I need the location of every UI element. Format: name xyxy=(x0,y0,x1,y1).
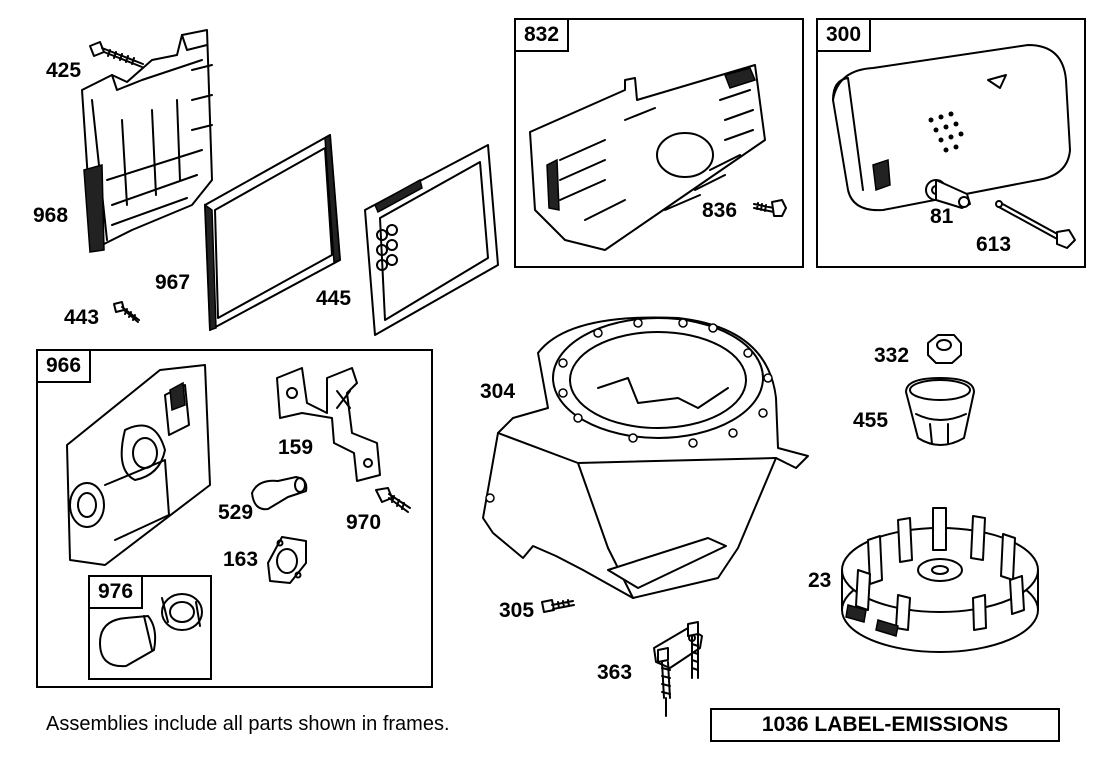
gasket-163-part xyxy=(262,533,312,588)
callout-445[interactable]: 445 xyxy=(316,287,352,310)
frame-966: 966 xyxy=(36,349,433,688)
callout-455[interactable]: 455 xyxy=(853,409,889,432)
pre-cleaner-445-part xyxy=(360,140,505,340)
muffler-bolt-613-part xyxy=(995,200,1077,252)
blower-guard-832-part xyxy=(525,60,775,255)
muffler-300-part xyxy=(828,40,1073,215)
filter-element-967-part xyxy=(200,130,345,335)
screw-443-part xyxy=(112,300,142,325)
frame-966-tag: 966 xyxy=(36,349,92,383)
callout-159[interactable]: 159 xyxy=(278,436,314,459)
screw-305-part xyxy=(540,596,576,618)
callout-968[interactable]: 968 xyxy=(33,204,69,227)
callout-443[interactable]: 443 xyxy=(64,306,100,329)
callout-970[interactable]: 970 xyxy=(346,511,382,534)
frame-976-tag: 976 xyxy=(88,575,144,609)
frame-832: 832 xyxy=(514,18,804,268)
screw-836-part xyxy=(752,198,788,220)
callout-163[interactable]: 163 xyxy=(223,548,259,571)
frame-300: 300 xyxy=(816,18,1086,268)
muffler-gasket-81-part xyxy=(922,178,974,214)
bracket-159-part xyxy=(272,363,384,485)
callout-304[interactable]: 304 xyxy=(480,380,516,403)
callout-836[interactable]: 836 xyxy=(702,199,738,222)
carburetor-adapter-966-part xyxy=(65,365,215,570)
callout-967[interactable]: 967 xyxy=(155,271,191,294)
anchor-bracket-363-part xyxy=(648,618,708,718)
emissions-label-part[interactable]: 1036 LABEL-EMISSIONS xyxy=(710,708,1060,742)
frame-832-tag: 832 xyxy=(514,18,570,52)
callout-81[interactable]: 81 xyxy=(930,205,954,228)
callout-332[interactable]: 332 xyxy=(874,344,910,367)
air-cleaner-base-part xyxy=(72,30,232,255)
starter-cup-455-part xyxy=(900,372,980,452)
callout-529[interactable]: 529 xyxy=(218,501,254,524)
frame-976: 976 xyxy=(88,575,212,680)
callout-305[interactable]: 305 xyxy=(499,599,535,622)
blower-housing-304-part xyxy=(478,308,813,598)
screw-425-part xyxy=(88,40,148,70)
callout-425[interactable]: 425 xyxy=(46,59,82,82)
screw-970-part xyxy=(374,486,414,516)
frame-300-tag: 300 xyxy=(816,18,872,52)
elbow-529-part xyxy=(248,473,310,513)
callout-363[interactable]: 363 xyxy=(597,661,633,684)
flywheel-23-part xyxy=(838,500,1043,658)
primer-bulb-976-part xyxy=(96,588,208,676)
callout-23[interactable]: 23 xyxy=(808,569,832,592)
callout-613[interactable]: 613 xyxy=(976,233,1012,256)
assemblies-note: Assemblies include all parts shown in fr… xyxy=(46,713,450,735)
nut-332-part xyxy=(924,333,964,365)
